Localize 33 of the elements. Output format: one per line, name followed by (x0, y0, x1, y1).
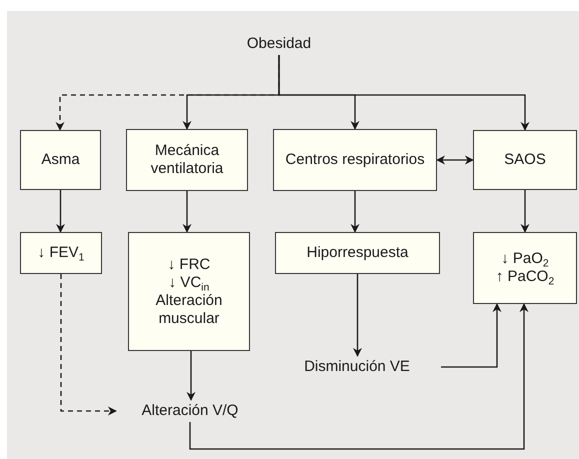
process-box (473, 130, 577, 190)
box-label: Mecánica ventilatoria (150, 142, 224, 178)
arrow (353, 274, 362, 357)
box-label: ↓ FEV$_{1}$ (38, 244, 84, 262)
box-label: ↓ PaO$_{2}$ (501, 250, 549, 268)
process-box (20, 130, 101, 190)
arrow (436, 156, 474, 164)
box-label: ↓ VC$_{in}$ (168, 274, 210, 292)
box-label: Asma (41, 151, 80, 169)
flow-label: Disminución VE (280, 356, 434, 378)
process-box (473, 232, 577, 304)
box-label: Alteración muscular (154, 292, 224, 328)
box-label: Centros respiratorios (285, 151, 425, 169)
process-box (128, 232, 250, 351)
arrow (56, 190, 65, 233)
arrow (441, 303, 502, 368)
box-label: ↑ PaCO$_{2}$ (496, 268, 554, 286)
box-label: Hiporrespuesta (306, 244, 408, 262)
arrow (350, 191, 360, 233)
arrow (60, 274, 117, 416)
process-box (126, 129, 248, 191)
process-box (20, 232, 102, 274)
box-label: SAOS (504, 151, 546, 169)
flow-label: Alteración V/Q (118, 400, 262, 422)
process-box (275, 232, 440, 274)
flow-label: Obesidad (236, 33, 322, 55)
arrow (186, 351, 196, 401)
arrow (182, 191, 192, 233)
process-box (273, 129, 437, 191)
arrow (189, 303, 528, 450)
arrow (278, 55, 530, 131)
arrow (520, 190, 530, 233)
box-label: ↓ FRC (168, 256, 210, 274)
